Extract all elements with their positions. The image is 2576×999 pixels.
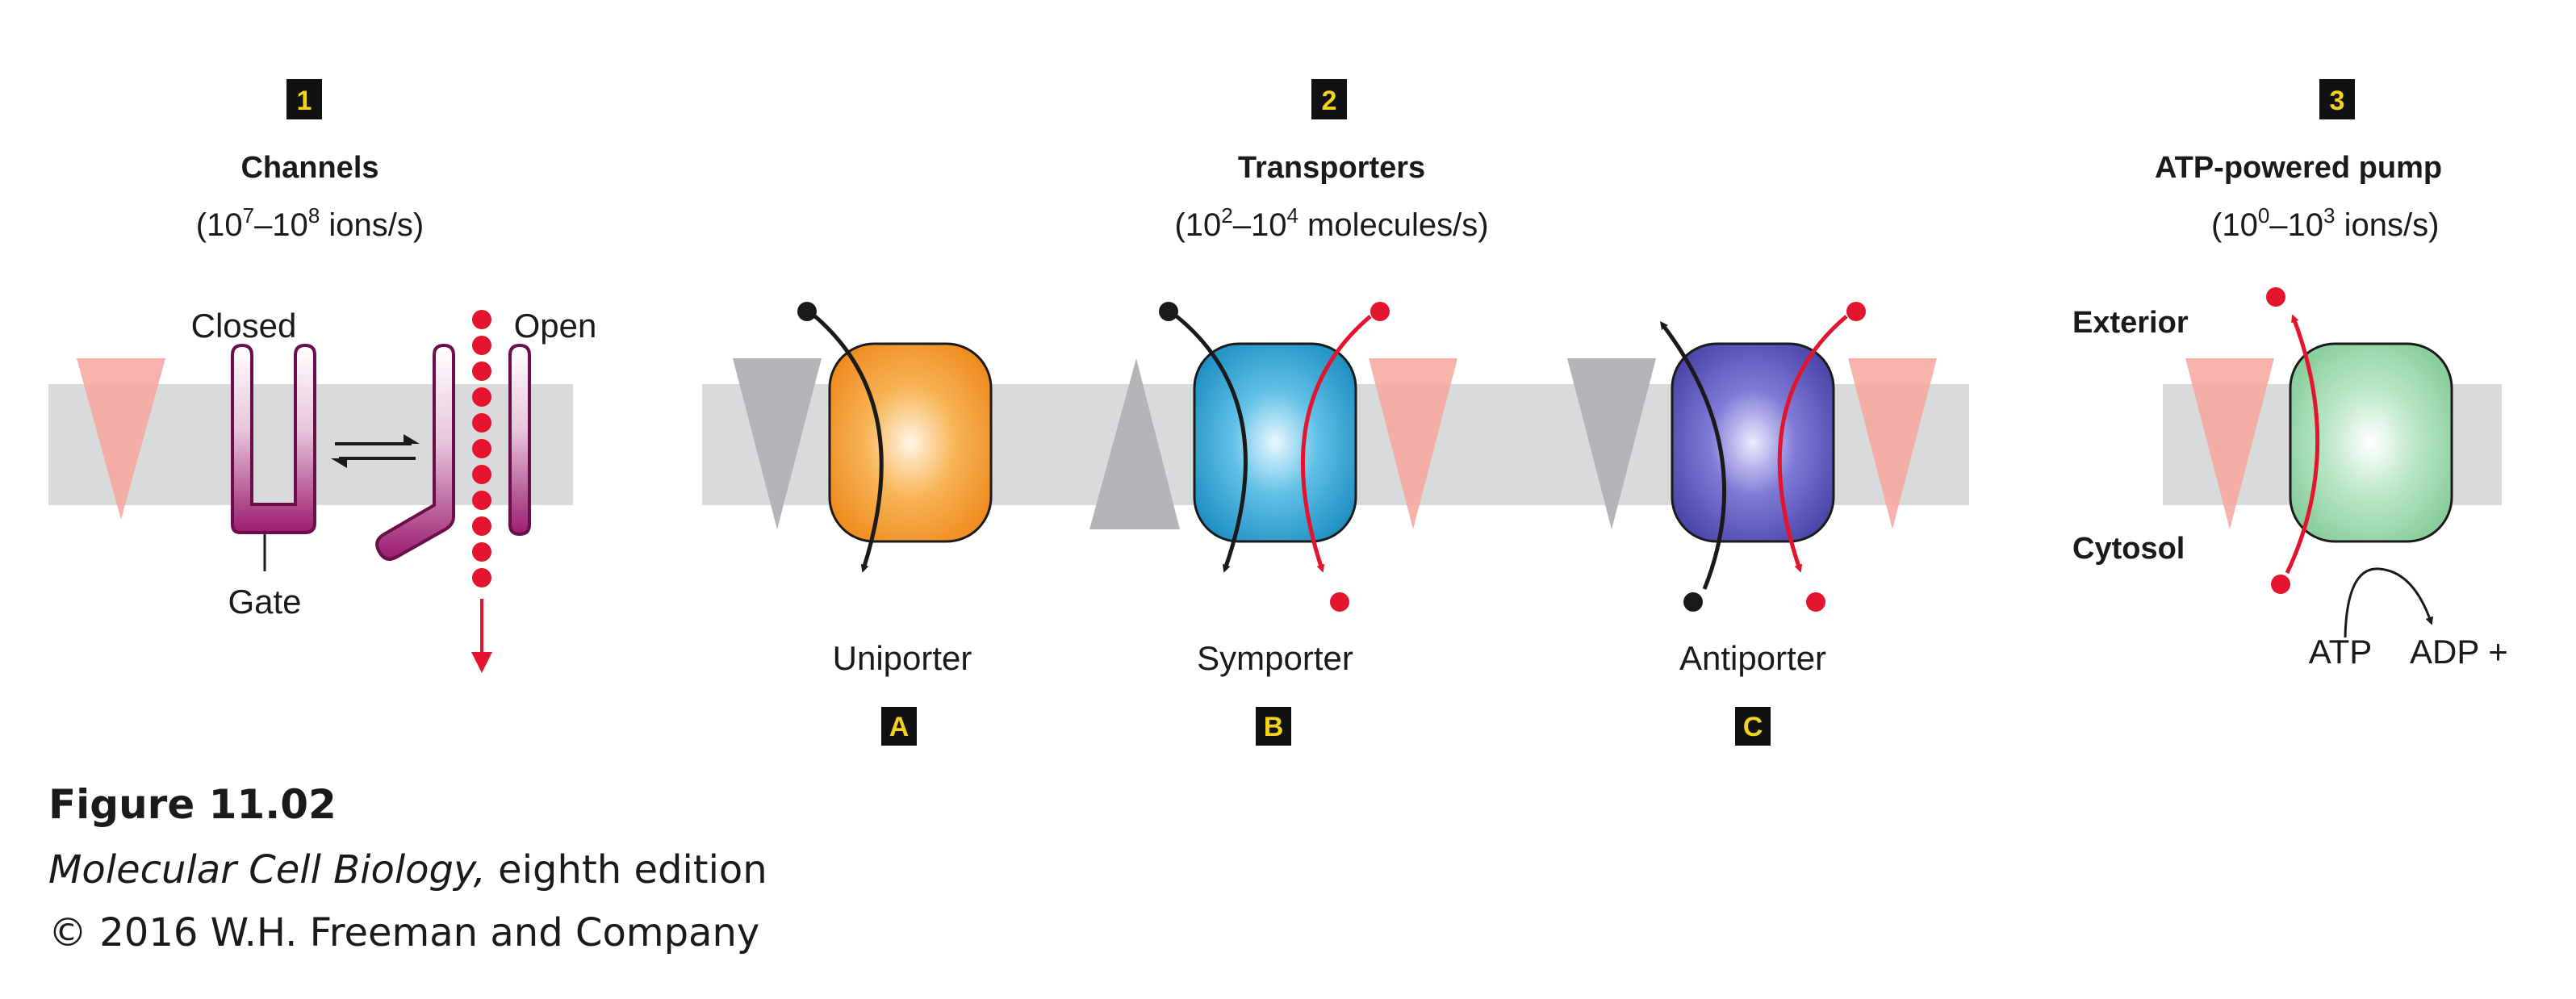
symporter: Symporter B (1089, 302, 1457, 746)
uniporter-molecule-start (797, 302, 817, 321)
antiporter-label: Antiporter (1679, 639, 1826, 677)
antiporter-ion-end (1806, 592, 1825, 612)
closed-label: Closed (191, 307, 297, 345)
open-channel-left (375, 343, 455, 561)
badge-b: B (1264, 712, 1284, 742)
antiporter-black-arrow (1659, 321, 1727, 590)
equilibrium-head-forward (404, 434, 420, 444)
antiporter-gradient-triangle-gray (1567, 358, 1656, 529)
panel-pumps: 3 ATP-powered pump (100–103 ions/s) Exte… (2072, 79, 2508, 671)
ion (472, 491, 491, 510)
cytosol-label: Cytosol (2072, 532, 2185, 566)
symporter-ion-end (1330, 592, 1349, 612)
book-edition: eighth edition (485, 847, 767, 892)
pumps-rate: (100–103 ions/s) (2211, 203, 2439, 243)
symporter-label: Symporter (1197, 639, 1353, 677)
closed-channel (231, 343, 316, 534)
badge-3-box (2319, 79, 2355, 119)
open-channel-right (508, 343, 531, 537)
ion (472, 362, 491, 381)
symporter-molecule-start (1159, 302, 1178, 321)
uniporter-arrow (813, 315, 884, 573)
ion (472, 465, 491, 484)
antiporter-protein (1671, 342, 1835, 543)
ion (472, 568, 491, 587)
pump-red-arrow (2285, 314, 2320, 575)
channel-ions (472, 310, 491, 587)
badge-1-box (286, 79, 322, 119)
pump-ion-end (2266, 287, 2285, 307)
pump-gradient-triangle (2185, 358, 2274, 529)
badge-c: C (1743, 712, 1763, 742)
channel-gradient-triangle (77, 358, 165, 520)
figure-number: Figure 11.02 (48, 781, 337, 828)
ion (472, 387, 491, 407)
badge-c-box (1735, 707, 1771, 746)
transporters-title: Transporters (1238, 151, 1425, 185)
ion (472, 336, 491, 355)
ion (472, 413, 491, 433)
book-citation: Molecular Cell Biology, eighth edition (48, 847, 767, 892)
panel-transporters: 2 Transporters (102–104 molecules/s) Uni… (733, 79, 1937, 746)
antiporter: Antiporter C (1567, 302, 1937, 746)
open-label: Open (514, 307, 597, 345)
uniporter-gradient-triangle (733, 358, 822, 529)
channel-flow-head (471, 652, 492, 673)
gate-label: Gate (228, 583, 301, 621)
badge-1: 1 (297, 86, 312, 116)
badge-a-box (881, 707, 917, 746)
symporter-black-arrow (1175, 315, 1248, 573)
badge-a: A (889, 712, 910, 742)
ion (472, 439, 491, 458)
ion (472, 542, 491, 562)
atp-hydrolysis-arrow (2344, 567, 2434, 638)
uniporter: Uniporter A (733, 302, 993, 746)
symporter-red-arrow (1300, 315, 1372, 573)
uniporter-protein (828, 342, 993, 543)
copyright: © 2016 W.H. Freeman and Company (48, 910, 760, 955)
antiporter-ion-start (1846, 302, 1866, 321)
symporter-gradient-triangle-pink (1369, 358, 1457, 529)
channels-title: Channels (240, 151, 378, 185)
uniporter-label: Uniporter (833, 639, 972, 677)
symporter-protein (1193, 342, 1357, 543)
pump-ion-start (2271, 575, 2290, 594)
badge-2-box (1311, 79, 1347, 119)
adp-label: ADP + (2410, 633, 2508, 671)
antiporter-molecule-start (1683, 592, 1703, 612)
book-title: Molecular Cell Biology, (48, 847, 486, 892)
transporters-rate: (102–104 molecules/s) (1174, 203, 1488, 243)
equilibrium-head-back (331, 458, 347, 468)
ion (472, 310, 491, 329)
antiporter-red-arrow (1777, 315, 1848, 573)
pumps-title: ATP-powered pump (2155, 151, 2442, 185)
symporter-ion-start (1370, 302, 1390, 321)
antiporter-gradient-triangle-pink (1848, 358, 1937, 529)
exterior-label: Exterior (2072, 306, 2189, 340)
badge-b-box (1256, 707, 1291, 746)
ion (472, 516, 491, 536)
panel-channels: 1 Channels (107–108 ions/s) Closed Gate … (77, 79, 596, 673)
channels-rate: (107–108 ions/s) (196, 203, 424, 243)
pump-protein (2289, 342, 2453, 543)
symporter-gradient-triangle-gray (1089, 358, 1180, 529)
badge-3: 3 (2330, 86, 2345, 116)
atp-label: ATP (2309, 633, 2373, 671)
badge-2: 2 (1322, 86, 1337, 116)
